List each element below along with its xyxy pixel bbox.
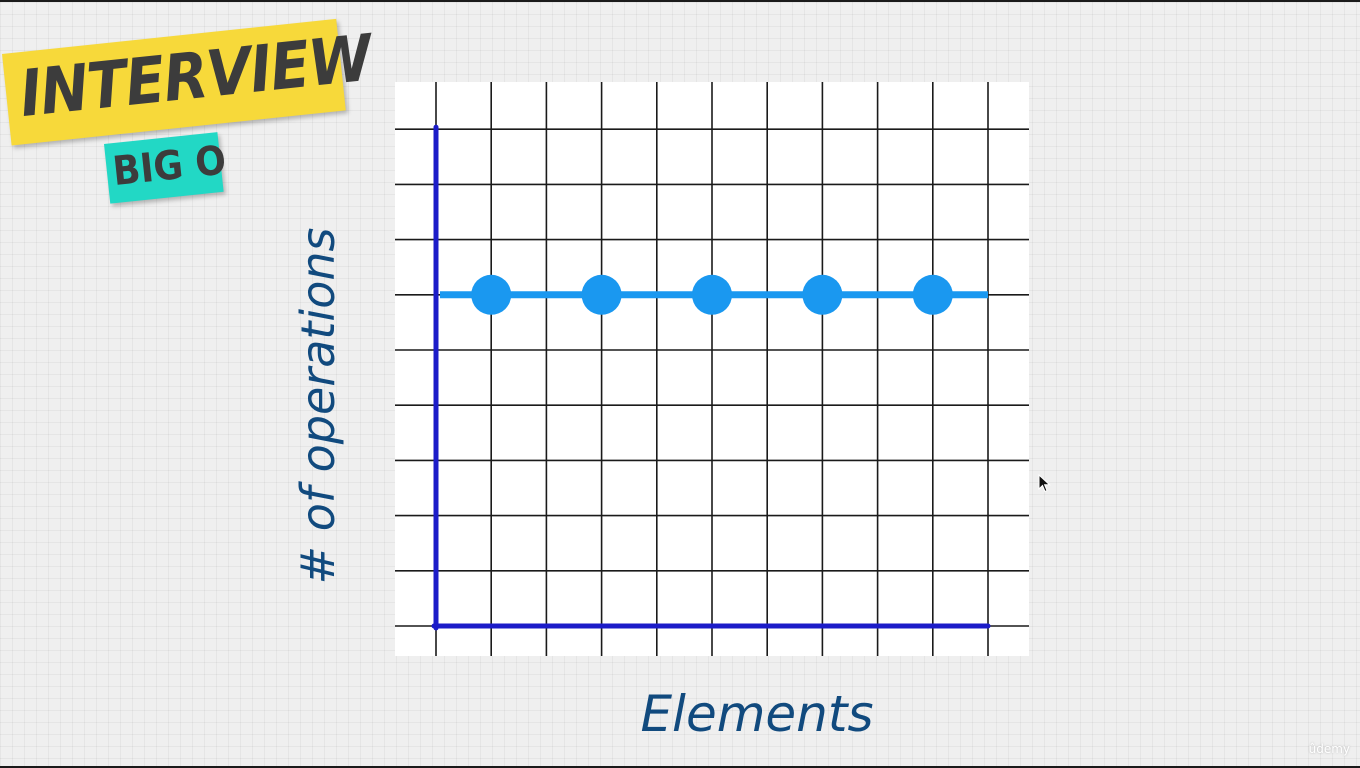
data-point xyxy=(802,274,843,315)
data-point xyxy=(692,274,732,315)
udemy-watermark: ûdemy xyxy=(1308,742,1350,756)
mouse-cursor-icon xyxy=(1038,474,1051,493)
x-axis-label: Elements xyxy=(640,685,874,743)
data-point xyxy=(912,274,953,315)
y-axis-label: # of operations xyxy=(291,227,345,585)
data-point xyxy=(581,274,622,315)
data-point xyxy=(471,274,512,315)
